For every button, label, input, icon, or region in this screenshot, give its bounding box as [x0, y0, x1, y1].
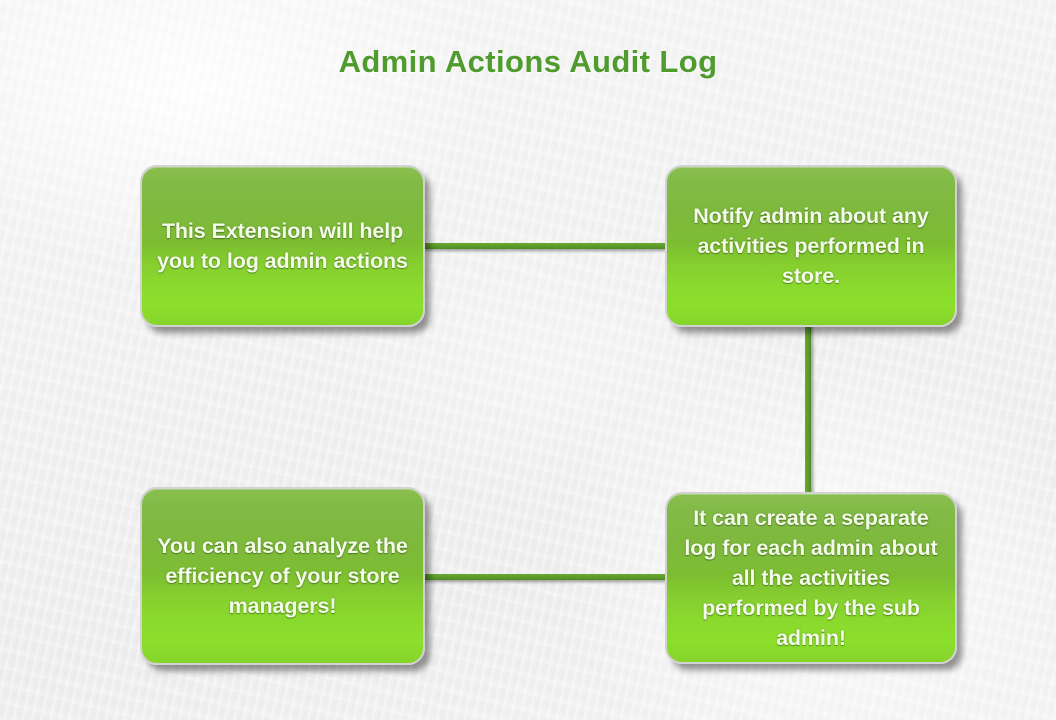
connector-node3-node4	[424, 574, 667, 580]
flowchart-node-label: This Extension will help you to log admi…	[157, 219, 408, 273]
flowchart-node-extension-purpose[interactable]: This Extension will help you to log admi…	[140, 165, 425, 327]
flowchart-node-separate-log[interactable]: It can create a separate log for each ad…	[665, 492, 957, 664]
connector-node1-node2	[424, 243, 667, 249]
flowchart-node-analyze-efficiency[interactable]: You can also analyze the efficiency of y…	[140, 487, 425, 665]
connector-node2-node4	[805, 325, 811, 495]
flowchart-node-notify-admin[interactable]: Notify admin about any activities perfor…	[665, 165, 957, 327]
page-title: Admin Actions Audit Log	[338, 44, 718, 79]
flowchart-node-label: You can also analyze the efficiency of y…	[157, 534, 408, 618]
flowchart-node-label: It can create a separate log for each ad…	[684, 506, 938, 650]
flowchart-node-label: Notify admin about any activities perfor…	[693, 204, 929, 288]
